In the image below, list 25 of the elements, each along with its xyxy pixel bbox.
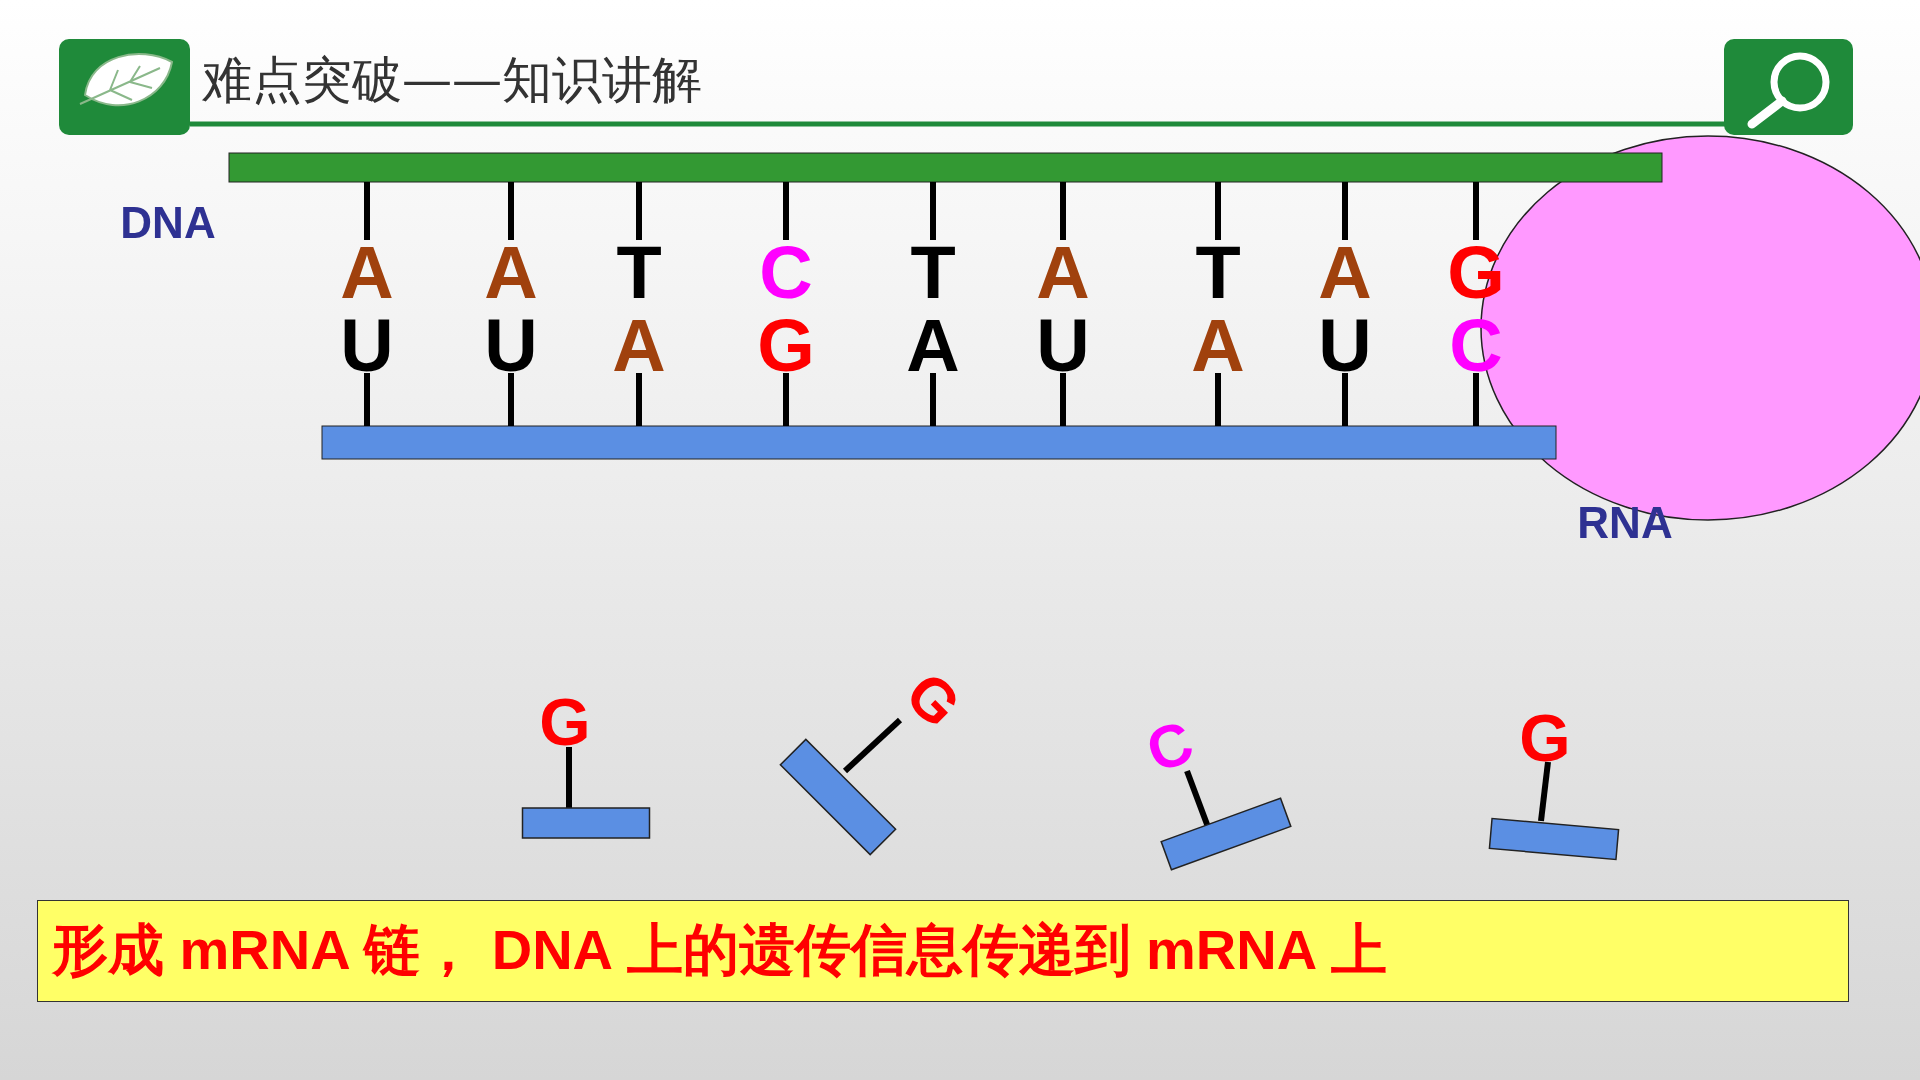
base-letter: T xyxy=(910,236,956,310)
base-letter: A xyxy=(1318,236,1372,310)
base-letter: A xyxy=(484,236,538,310)
base-letter: A xyxy=(1036,236,1090,310)
caption-text: 形成 mRNA 链， DNA 上的遗传信息传递到 mRNA 上 xyxy=(52,917,1387,983)
base-letter: U xyxy=(1318,309,1372,383)
caption-box xyxy=(37,900,1849,1002)
base-letter: A xyxy=(612,309,666,383)
base-letter: A xyxy=(906,309,960,383)
base-letter: G xyxy=(895,662,971,738)
base-letter: C xyxy=(1139,711,1201,783)
base-letter: T xyxy=(616,236,662,310)
strand-label: RNA xyxy=(1577,501,1673,545)
base-letter: C xyxy=(759,236,813,310)
base-letter: G xyxy=(757,309,815,383)
base-letter: A xyxy=(1191,309,1245,383)
base-letter: U xyxy=(340,309,394,383)
title: 难点突破——知识讲解 xyxy=(202,55,702,105)
base-letter: U xyxy=(484,309,538,383)
base-letter: G xyxy=(1519,705,1571,771)
base-letter: T xyxy=(1195,236,1241,310)
base-letter: A xyxy=(340,236,394,310)
base-letter: U xyxy=(1036,309,1090,383)
base-letter: G xyxy=(539,689,591,755)
strand-label: DNA xyxy=(120,201,216,245)
